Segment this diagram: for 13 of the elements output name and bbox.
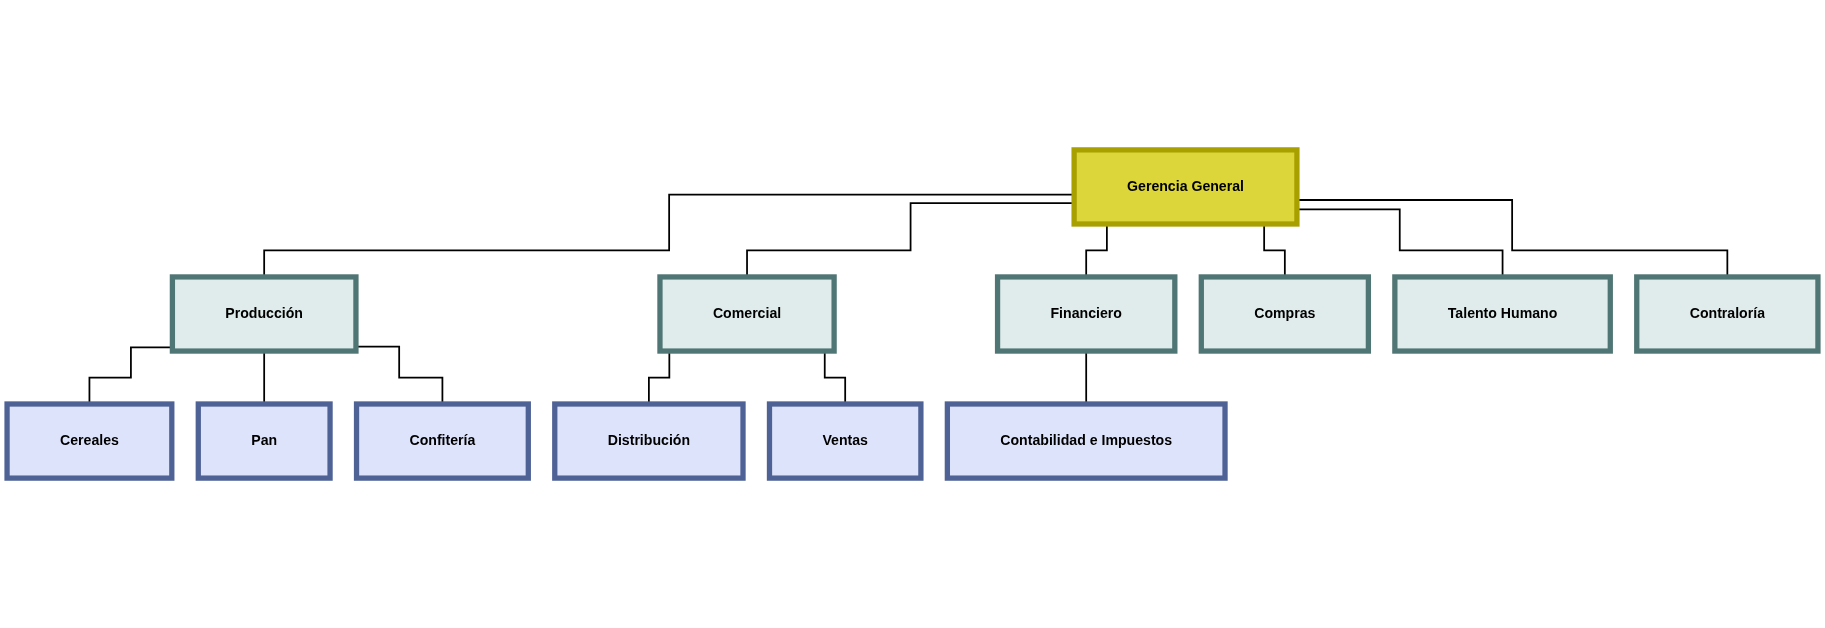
node-box: Confitería	[353, 401, 531, 481]
node-box: Producción	[169, 274, 359, 354]
node-box: Financiero	[994, 274, 1178, 354]
node-box: Comercial	[657, 274, 837, 354]
node-box: Gerencia General	[1071, 147, 1300, 227]
node-box: Distribución	[552, 401, 746, 481]
node-box: Talento Humano	[1392, 274, 1613, 354]
node-box: Contraloría	[1634, 274, 1821, 354]
node-box: Pan	[195, 401, 333, 481]
node-box: Compras	[1198, 274, 1372, 354]
node-box: Contabilidad e Impuestos	[944, 401, 1228, 481]
node-box: Ventas	[766, 401, 924, 481]
node-box: Cereales	[4, 401, 175, 481]
